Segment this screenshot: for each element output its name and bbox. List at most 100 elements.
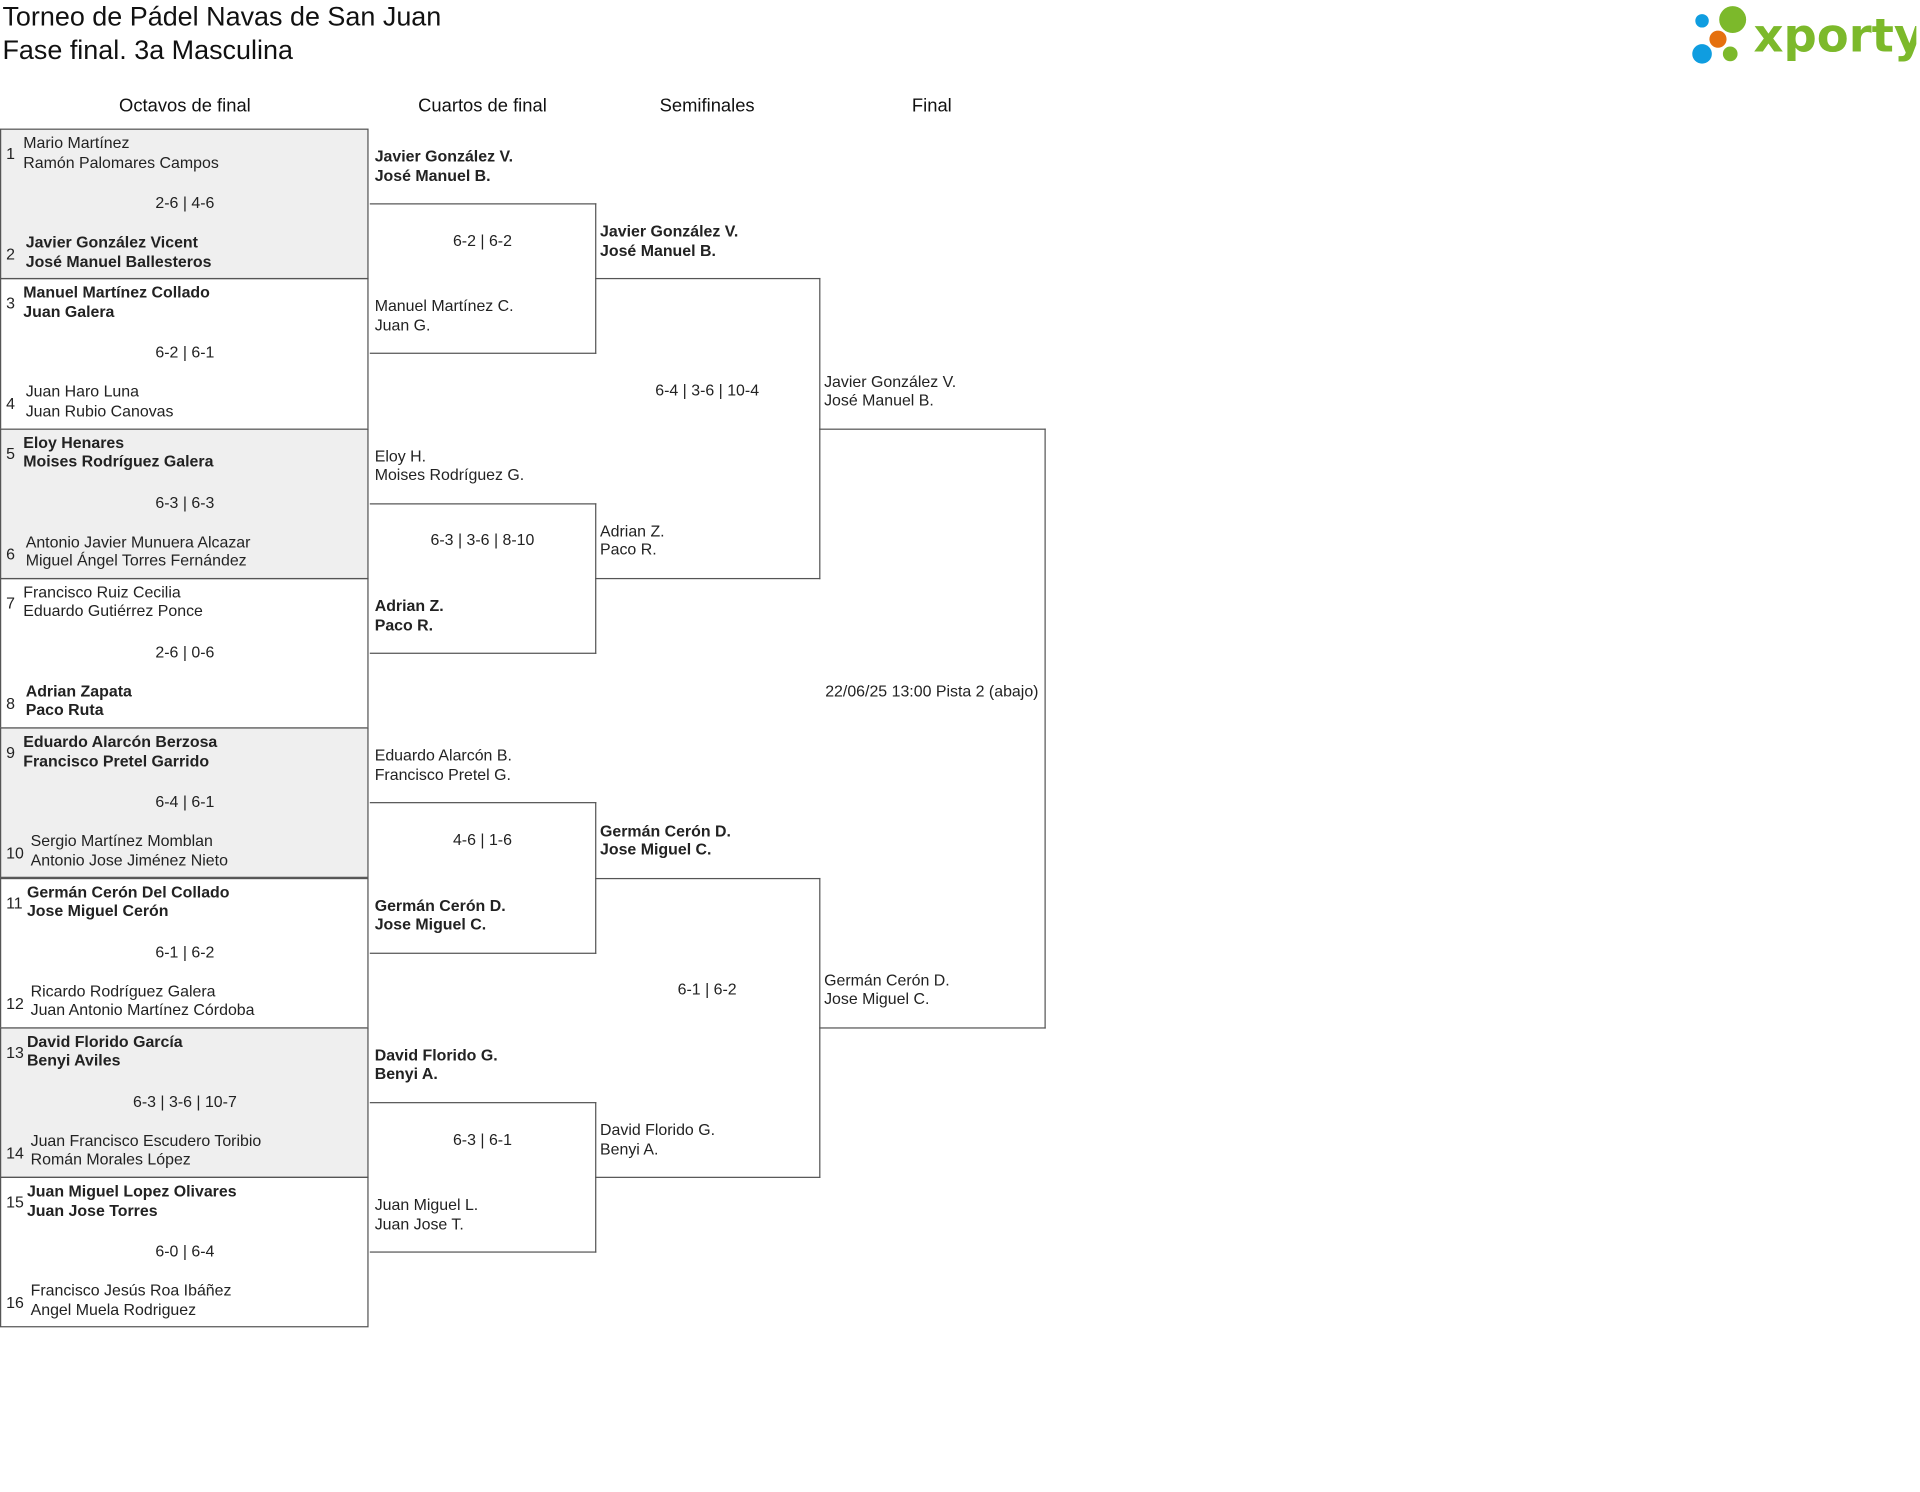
team-2: Manuel Martínez C.Juan G. bbox=[375, 297, 514, 335]
seed-number: 3 bbox=[6, 294, 15, 313]
player-name: José Manuel B. bbox=[600, 240, 716, 260]
match-score: 2-6 | 0-6 bbox=[155, 642, 215, 662]
phase-subtitle: Fase final. 3a Masculina bbox=[2, 34, 293, 65]
player-name: Jose Miguel C. bbox=[824, 989, 930, 1009]
seed-number: 15 bbox=[6, 1192, 24, 1212]
player-name: Adrian Zapata bbox=[25, 681, 132, 701]
player-name: Francisco Pretel G. bbox=[374, 765, 511, 784]
player-name: Adrian Z. bbox=[600, 521, 665, 540]
player-name: José Manuel Ballesteros bbox=[25, 251, 212, 271]
player-name: Juan Haro Luna bbox=[25, 382, 139, 401]
player-name: David Florido G. bbox=[600, 1120, 716, 1139]
player-name: José Manuel B. bbox=[824, 390, 934, 410]
match-score: 6-3 | 6-1 bbox=[452, 1129, 512, 1148]
player-name: Juan Jose Torres bbox=[26, 1200, 158, 1220]
seed-number: 5 bbox=[6, 443, 15, 463]
player-name: Juan Galera bbox=[23, 302, 115, 321]
player-name: David Florido G. bbox=[374, 1045, 498, 1065]
team-2: Germán Cerón D.Jose Miguel C. bbox=[824, 971, 950, 1009]
player-name: Jose Miguel C. bbox=[374, 914, 487, 934]
player-name: Jose Miguel Cerón bbox=[26, 901, 169, 920]
player-name: Juan Jose T. bbox=[374, 1214, 464, 1233]
seed-number: 9 bbox=[6, 743, 15, 762]
player-name: David Florido García bbox=[26, 1032, 183, 1051]
seed-number: 13 bbox=[6, 1043, 24, 1062]
player-name: Moises Rodríguez Galera bbox=[23, 451, 214, 471]
round-header-octavos: Octavos de final bbox=[119, 95, 251, 117]
player-name: Juan G. bbox=[374, 315, 431, 335]
player-name: Javier González Vicent bbox=[25, 232, 198, 252]
player-name: Germán Cerón D. bbox=[374, 895, 506, 915]
match-score: 6-2 | 6-1 bbox=[155, 343, 215, 362]
player-name: Paco R. bbox=[600, 540, 657, 559]
player-name: Benyi A. bbox=[374, 1064, 438, 1083]
player-name: Ricardo Rodríguez Galera bbox=[30, 981, 216, 1000]
team-1: Javier González V.José Manuel B. bbox=[600, 222, 738, 260]
octavos-match bbox=[0, 727, 369, 879]
team-2: Adrian Z.Paco R. bbox=[600, 522, 665, 560]
player-name: Román Morales López bbox=[30, 1150, 191, 1169]
match-score: 6-3 | 3-6 | 8-10 bbox=[430, 530, 535, 549]
round-header-semifinales: Semifinales bbox=[659, 95, 755, 117]
match-score: 2-6 | 4-6 bbox=[155, 193, 215, 212]
player-name: Benyi A. bbox=[600, 1139, 659, 1158]
player-name: Benyi Aviles bbox=[26, 1050, 121, 1070]
player-name: Sergio Martínez Momblan bbox=[30, 831, 213, 851]
match-score: 6-2 | 6-2 bbox=[452, 231, 512, 250]
octavos-match bbox=[0, 1176, 369, 1328]
seed-number: 7 bbox=[6, 593, 15, 613]
player-name: Eduardo Alarcón B. bbox=[374, 746, 512, 765]
team-1: David Florido G.Benyi A. bbox=[375, 1046, 498, 1084]
seed-number: 16 bbox=[6, 1293, 24, 1312]
player-name: Eduardo Gutiérrez Ponce bbox=[23, 601, 203, 621]
round-header-cuartos: Cuartos de final bbox=[418, 95, 547, 117]
player-name: Juan Antonio Martínez Córdoba bbox=[30, 1000, 255, 1019]
tournament-title: Torneo de Pádel Navas de San Juan bbox=[2, 1, 442, 32]
svg-text:xporty: xporty bbox=[1753, 8, 1916, 62]
player-name: Javier González V. bbox=[600, 221, 739, 241]
player-name: Juan Francisco Escudero Toribio bbox=[30, 1131, 262, 1150]
team-1: Eduardo Alarcón B.Francisco Pretel G. bbox=[375, 746, 512, 784]
player-name: Germán Cerón Del Collado bbox=[26, 882, 230, 901]
octavos-match bbox=[0, 428, 369, 580]
seed-number: 12 bbox=[6, 993, 24, 1013]
seed-number: 1 bbox=[6, 144, 15, 163]
octavos-match bbox=[0, 1027, 369, 1179]
player-name: Paco R. bbox=[374, 615, 434, 634]
player-name: Javier González V. bbox=[374, 147, 514, 166]
seed-number: 4 bbox=[6, 394, 15, 414]
player-name: Juan Miguel Lopez Olivares bbox=[26, 1181, 237, 1201]
match-score: 6-4 | 3-6 | 10-4 bbox=[655, 380, 760, 400]
player-name: Adrian Z. bbox=[374, 596, 444, 615]
round-header-final: Final bbox=[911, 95, 952, 117]
match-score: 6-1 | 6-2 bbox=[155, 942, 215, 961]
team-1: Germán Cerón D.Jose Miguel C. bbox=[600, 821, 731, 859]
match-score: 6-1 | 6-2 bbox=[677, 979, 737, 999]
team-1: Javier González V.José Manuel B. bbox=[375, 147, 513, 185]
match-score: 22/06/25 13:00 Pista 2 (abajo) bbox=[825, 682, 1039, 701]
player-name: Eloy H. bbox=[374, 446, 427, 466]
team-1: Eloy H.Moises Rodríguez G. bbox=[375, 447, 525, 485]
player-name: Miguel Ángel Torres Fernández bbox=[25, 551, 247, 570]
match-score: 4-6 | 1-6 bbox=[452, 830, 512, 849]
player-name: Manuel Martínez C. bbox=[374, 296, 514, 316]
player-name: Mario Martínez bbox=[23, 133, 130, 152]
player-name: Javier González V. bbox=[824, 371, 957, 391]
team-2: Juan Miguel L.Juan Jose T. bbox=[375, 1195, 479, 1233]
player-name: Manuel Martínez Collado bbox=[23, 283, 210, 302]
match-score: 6-4 | 6-1 bbox=[155, 792, 215, 811]
seed-number: 6 bbox=[6, 544, 15, 563]
